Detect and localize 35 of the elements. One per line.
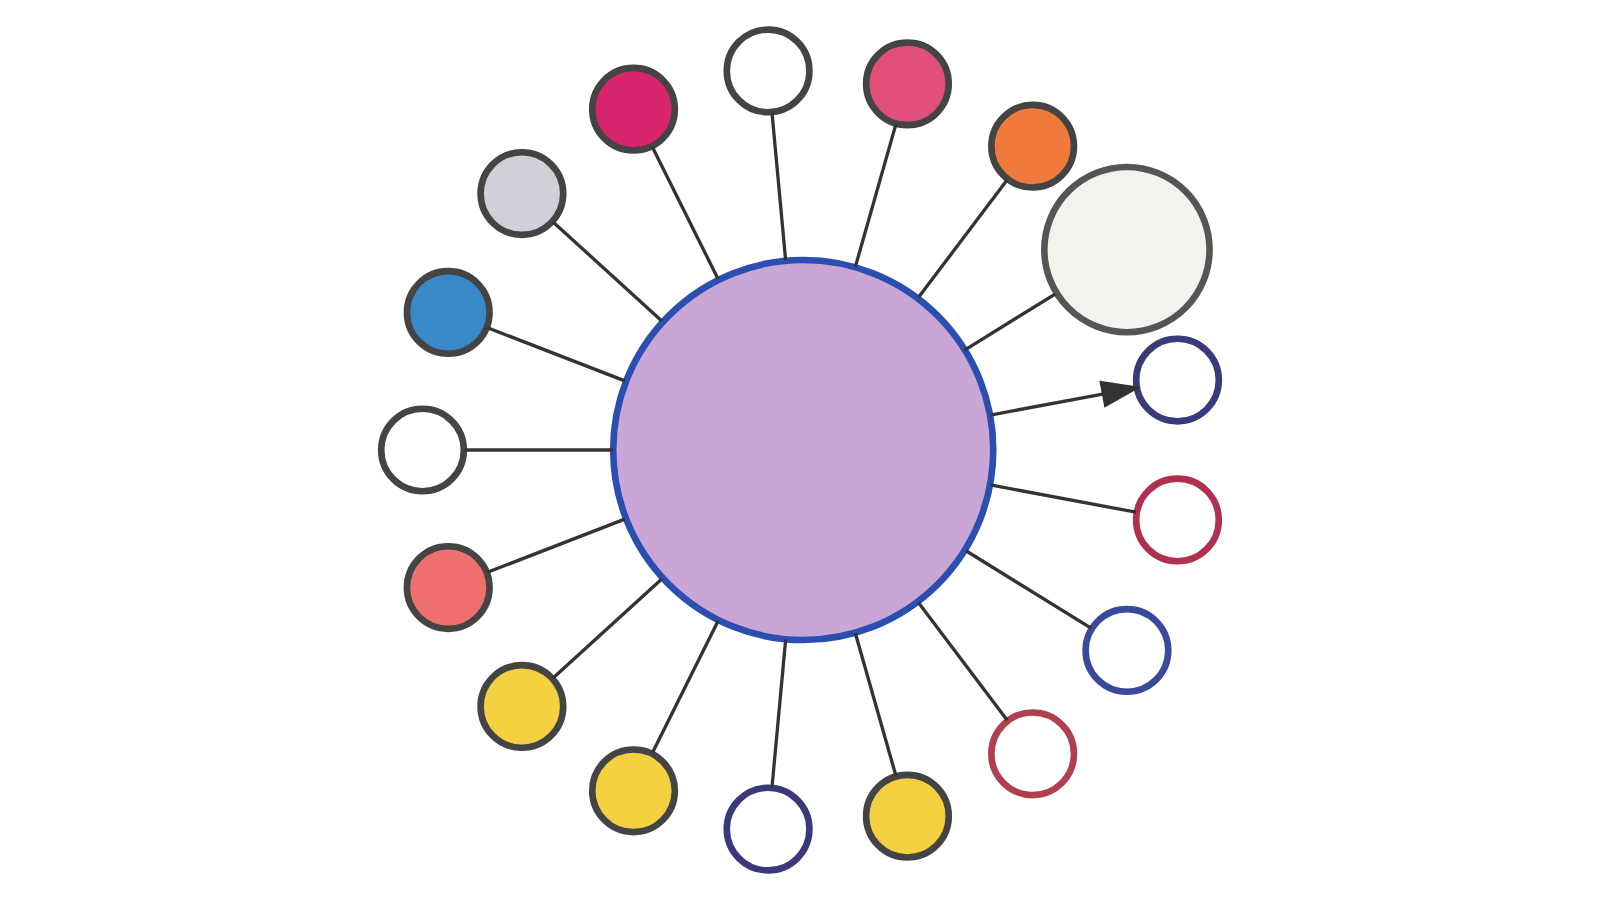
connector [650, 620, 720, 754]
node-circle [723, 784, 813, 874]
node-circle [862, 39, 953, 129]
node-circle [988, 101, 1078, 191]
connector [487, 326, 626, 383]
connector [965, 549, 1092, 630]
connector [770, 639, 788, 788]
node-circle [609, 256, 997, 644]
connector [853, 632, 898, 777]
node-circle [1132, 475, 1223, 565]
connector [464, 448, 613, 452]
connector [770, 112, 788, 261]
node-circle [403, 267, 493, 358]
node-circle [862, 771, 953, 861]
node-circle [1041, 163, 1213, 336]
connector [964, 292, 1056, 352]
connector [990, 483, 1137, 514]
node-circle [477, 661, 567, 752]
connector [551, 577, 663, 680]
connector [551, 220, 663, 323]
connector [917, 178, 1009, 299]
node-circle [1132, 335, 1223, 425]
node-circle [377, 405, 468, 495]
connector [487, 517, 626, 574]
node-circle [988, 709, 1078, 799]
node-circle [477, 148, 567, 239]
arrow [990, 380, 1141, 417]
connector [650, 146, 720, 280]
node-circle [588, 746, 679, 836]
connector [917, 601, 1009, 722]
node-circle [588, 64, 679, 154]
node-circle [723, 26, 813, 116]
node-circle [1082, 605, 1172, 696]
connector [853, 123, 898, 268]
node-circle [403, 542, 493, 633]
